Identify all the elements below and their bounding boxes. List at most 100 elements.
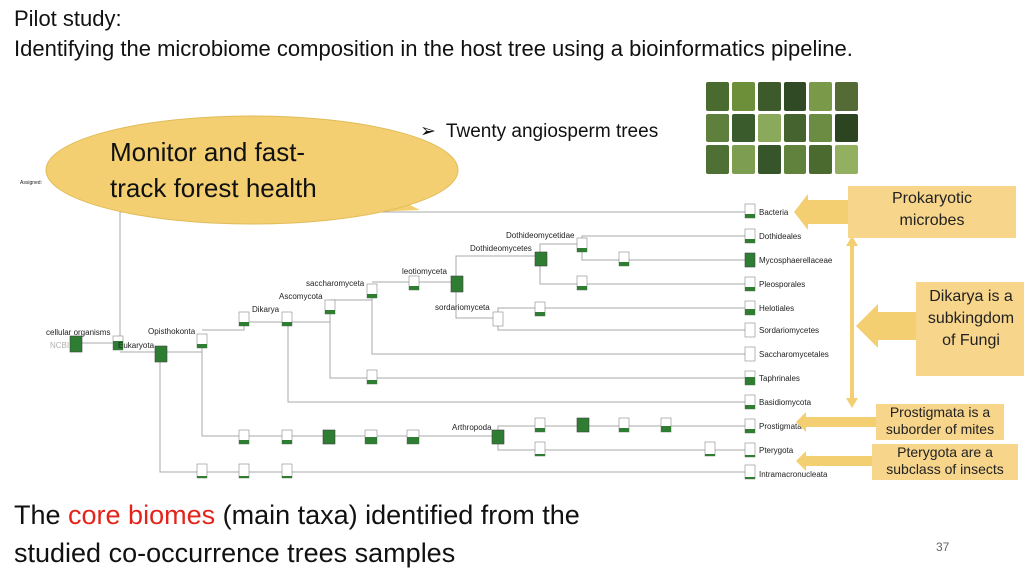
node-marker-fill — [535, 454, 545, 456]
node-marker-fill — [619, 428, 629, 432]
node-label-dothideomycetes: Dothideomycetes — [470, 244, 532, 253]
bottom-line2: studied co-occurrence trees samples — [14, 538, 456, 568]
node-marker — [576, 417, 590, 433]
node-marker-fill — [367, 380, 377, 384]
arrow-left-icon — [794, 194, 850, 230]
leaf-marker-fill — [745, 429, 755, 433]
page-number: 37 — [936, 540, 950, 554]
arrow-bullet-icon: ➢ — [420, 121, 436, 142]
arrow-left-icon — [796, 451, 872, 471]
leaf-marker-fill — [745, 455, 755, 457]
node-marker-fill — [409, 286, 419, 290]
node-marker — [491, 429, 505, 445]
node-marker — [534, 441, 546, 457]
node-marker — [69, 335, 83, 353]
leaf-photo — [757, 113, 781, 143]
leaf-label: Pleosporales — [759, 280, 805, 289]
leaf-photo — [706, 82, 729, 111]
node-marker-fill — [239, 322, 249, 326]
leaf-photo — [809, 145, 833, 174]
node-label-leotiomyceta: leotiomyceta — [402, 267, 447, 276]
callout-text: Dikarya is a — [929, 288, 1013, 305]
bottom-text: The — [14, 500, 69, 530]
leaf-marker-fill — [745, 214, 755, 218]
node-marker-fill — [282, 322, 292, 326]
node-label-saccharomyceta: saccharomyceta — [306, 279, 365, 288]
node-marker — [196, 463, 208, 479]
slide-title-line2: Identifying the microbiome composition i… — [14, 36, 853, 61]
leaf-label: Intramacronucleata — [759, 470, 828, 479]
leaf-photo — [731, 145, 755, 174]
leaf-label: Basidiomycota — [759, 398, 812, 407]
leaf-label: Prostigmata — [759, 422, 802, 431]
leaf-photo — [706, 145, 729, 174]
callout-text: Prostigmata is a — [889, 404, 991, 420]
leaf-marker — [744, 442, 756, 458]
slide-title-line1: Pilot study: — [14, 6, 122, 31]
node-label-opisthokonta: Opisthokonta — [148, 327, 196, 336]
callout-prokaryotic: Prokaryotic microbes — [848, 186, 1016, 238]
node-marker-fill — [661, 426, 671, 432]
callout-text: Pterygota are a — [897, 444, 993, 460]
leaf-marker-fill — [745, 239, 755, 243]
leaf-label: Saccharomycetales — [759, 350, 829, 359]
arrow-left-icon — [796, 412, 876, 432]
leaf-photo — [835, 113, 858, 143]
leaf-label: Taphrinales — [759, 374, 800, 383]
leaf-photo — [731, 113, 755, 143]
callout-prostigmata: Prostigmata is a suborder of mites — [876, 404, 1004, 440]
leaf-label: Pterygota — [759, 446, 794, 455]
leaf-marker-fill — [745, 377, 755, 385]
thought-bubble — [45, 115, 459, 225]
node-label-dothideomycetidae: Dothideomycetidae — [506, 231, 575, 240]
node-marker — [238, 463, 250, 479]
leaf-marker — [744, 322, 756, 338]
bubble-text: Monitor and fast- track forest health — [110, 134, 317, 206]
leaf-marker-fill — [745, 287, 755, 291]
callout-text: Prokaryotic — [891, 190, 973, 207]
leaf-label: Mycosphaerellaceae — [759, 256, 833, 265]
leaf-marker-fill — [745, 477, 755, 479]
callout-text: of Fungi — [942, 332, 1000, 349]
node-marker-fill — [367, 294, 377, 298]
node-label-arthropoda: Arthropoda — [452, 423, 492, 432]
bubble-line2: track forest health — [110, 173, 317, 203]
node-label-dikarya: Dikarya — [252, 305, 280, 314]
node-marker-fill — [619, 262, 629, 266]
node-marker — [534, 251, 548, 267]
leaf-marker — [744, 346, 756, 362]
leaf-photo — [809, 82, 833, 111]
node-label-cellular-organisms: cellular organisms — [46, 328, 110, 337]
node-marker-fill — [282, 476, 292, 478]
leaf-label: Helotiales — [759, 304, 794, 313]
leaf-photo — [835, 145, 858, 174]
leaf-photo — [835, 82, 858, 111]
node-marker-fill — [197, 344, 207, 348]
node-marker-fill — [113, 341, 123, 350]
node-marker — [704, 441, 716, 457]
core-biomes-highlight: core biomes — [68, 500, 216, 530]
leaf-marker-fill — [745, 405, 755, 409]
node-marker — [492, 311, 504, 327]
node-marker — [322, 429, 336, 445]
tree-node-markers — [69, 203, 756, 480]
callout-dikarya: Dikarya is a subkingdom of Fungi — [916, 282, 1024, 376]
node-label-ascomycota: Ascomycota — [279, 292, 323, 301]
leaf-photo — [783, 145, 807, 174]
callout-text: subclass of insects — [886, 461, 1004, 477]
leaf-photo — [783, 82, 807, 111]
node-marker-fill — [535, 428, 545, 432]
node-marker-fill — [239, 440, 249, 444]
leaf-photo — [809, 113, 833, 143]
node-marker — [154, 345, 168, 363]
leaf-label: Dothideales — [759, 232, 801, 241]
node-marker — [450, 275, 464, 293]
node-marker-fill — [577, 248, 587, 252]
node-marker-fill — [407, 437, 419, 444]
bubble-shape — [45, 115, 459, 225]
bottom-caption: The core biomes (main taxa) identified f… — [14, 496, 580, 572]
node-marker-fill — [239, 476, 249, 478]
node-marker — [281, 463, 293, 479]
leaf-photo — [706, 113, 729, 143]
